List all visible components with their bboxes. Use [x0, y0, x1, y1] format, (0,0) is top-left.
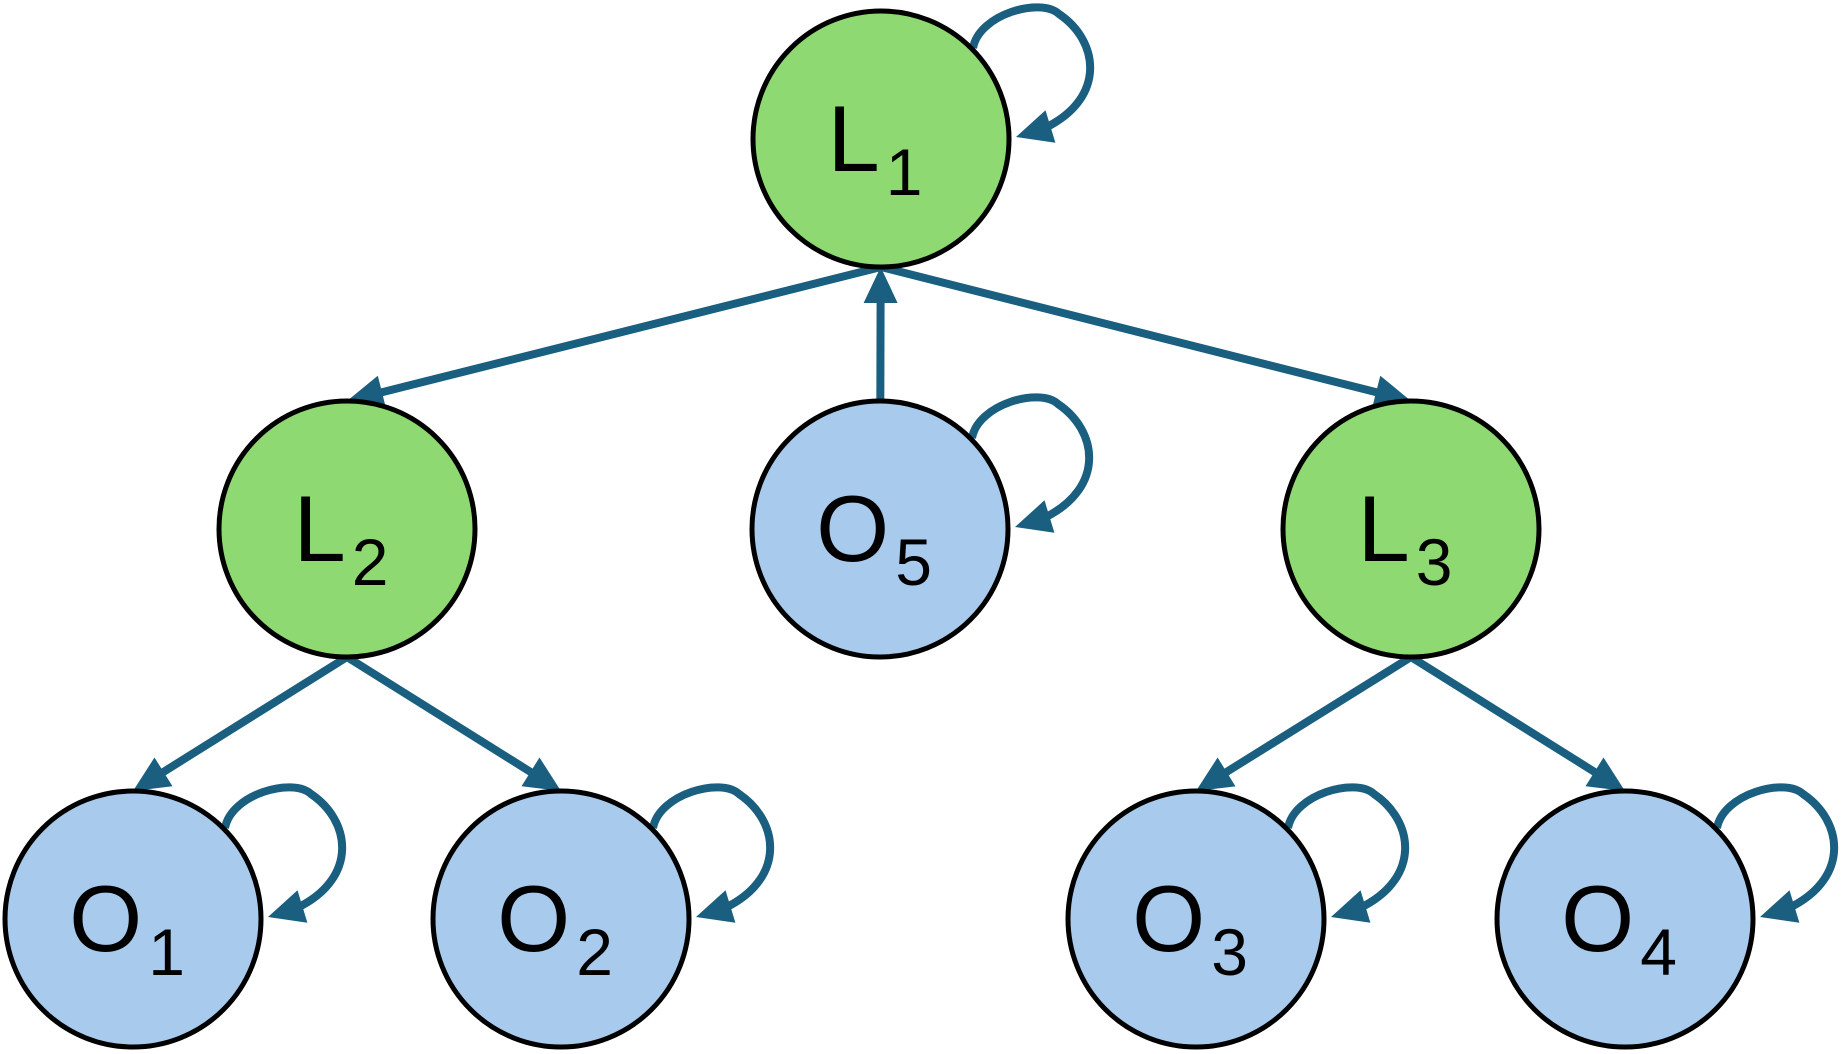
self-loop-line: [649, 783, 775, 911]
node-label: L1: [828, 86, 923, 209]
node-circle: [430, 788, 692, 1050]
node-letter: O: [1132, 866, 1205, 971]
node-label: L2: [294, 476, 389, 599]
arrow-head: [1585, 757, 1625, 791]
edge-L2-O2: [344, 653, 561, 791]
edge-L3-O3: [1196, 653, 1414, 791]
arrow-head: [521, 757, 561, 791]
node-circle: [2, 788, 264, 1050]
edge-L2-O1: [133, 653, 350, 791]
node-circle: [750, 8, 1012, 270]
edge-O5-L1: [863, 267, 898, 402]
node-subscript: 1: [148, 915, 185, 989]
node-L2: L2: [216, 398, 478, 660]
node-circle: [1065, 788, 1327, 1050]
self-loop-O2: [649, 783, 775, 923]
arrow-head: [1016, 110, 1056, 143]
edge-line: [156, 653, 350, 779]
self-loop-line: [221, 783, 347, 911]
node-subscript: 3: [1211, 915, 1248, 989]
arrow-head: [1196, 757, 1236, 791]
node-O5: O5: [749, 398, 1011, 660]
self-loop-O3: [1284, 783, 1410, 923]
arrow-head: [1760, 890, 1800, 923]
node-subscript: 3: [1416, 525, 1453, 599]
edge-line: [1219, 653, 1414, 779]
edge-line: [375, 263, 882, 398]
node-subscript: 2: [352, 525, 389, 599]
edge-L1-L3: [880, 263, 1411, 409]
node-letter: O: [816, 476, 889, 581]
self-loops-layer: [221, 3, 1839, 923]
self-loop-line: [969, 3, 1095, 131]
self-loop-L1: [969, 3, 1095, 143]
arrow-head: [863, 267, 898, 303]
node-L3: L3: [1280, 398, 1542, 660]
node-subscript: 1: [886, 135, 923, 209]
node-letter: O: [497, 866, 570, 971]
node-subscript: 5: [895, 525, 932, 599]
node-O4: O4: [1494, 788, 1756, 1050]
self-loop-O5: [968, 393, 1094, 533]
node-label: O2: [497, 866, 613, 989]
node-circle: [1280, 398, 1542, 660]
node-letter: O: [1561, 866, 1634, 971]
arrow-head: [1015, 500, 1055, 533]
arrow-head: [1331, 890, 1371, 923]
self-loop-O4: [1713, 783, 1839, 923]
node-L1: L1: [750, 8, 1012, 270]
node-letter: O: [69, 866, 142, 971]
node-subscript: 2: [576, 915, 613, 989]
node-label: O3: [1132, 866, 1248, 989]
node-circle: [749, 398, 1011, 660]
arrow-head: [696, 890, 736, 923]
edge-line: [1408, 653, 1602, 779]
node-letter: L: [1358, 476, 1410, 581]
node-O1: O1: [2, 788, 264, 1050]
node-letter: L: [828, 86, 880, 191]
node-label: O4: [1561, 866, 1677, 989]
edge-line: [880, 263, 1383, 398]
edges-layer: [133, 263, 1625, 791]
node-label: L3: [1358, 476, 1453, 599]
node-label: O5: [816, 476, 932, 599]
node-O3: O3: [1065, 788, 1327, 1050]
self-loop-line: [1713, 783, 1839, 911]
node-O2: O2: [430, 788, 692, 1050]
node-circle: [216, 398, 478, 660]
edge-L1-L2: [347, 263, 882, 409]
self-loop-O1: [221, 783, 347, 923]
node-letter: L: [294, 476, 346, 581]
edge-L3-O4: [1408, 653, 1625, 791]
node-label: O1: [69, 866, 185, 989]
node-circle: [1494, 788, 1756, 1050]
self-loop-line: [968, 393, 1094, 521]
edge-line: [344, 653, 538, 779]
node-subscript: 4: [1640, 915, 1677, 989]
arrow-head: [268, 890, 308, 923]
self-loop-line: [1284, 783, 1410, 911]
arrow-head: [133, 757, 173, 791]
